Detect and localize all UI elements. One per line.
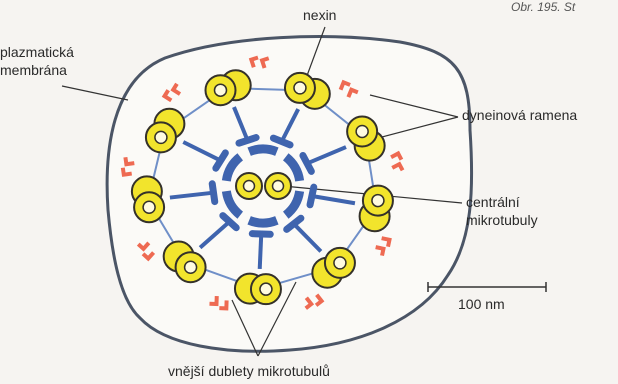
outer-doublet [132,176,164,222]
a-tubule-lumen [356,125,368,137]
outer-doublets-label: vnější dublety mikrotubulů [168,363,330,380]
dynein-arms-label: dyneinová ramena [462,107,577,124]
central-microtubule [236,173,262,199]
plasma-membrane-label-line2: membrána [0,62,67,79]
a-tubule-lumen [294,82,306,94]
outer-doublet [235,274,281,305]
outer-doublet [360,186,393,232]
nexin-label: nexin [303,7,336,24]
central-microtubules-label-line2: mikrotubuly [466,212,538,229]
a-tubule-lumen [260,283,272,295]
scale-bar [428,282,546,292]
central-sheath-segment [249,220,277,223]
a-tubule-lumen [214,84,226,96]
a-tubule-lumen [334,257,346,269]
central-microtubules-label-line1: centrální [466,194,520,211]
a-tubule-lumen [372,195,384,207]
scale-bar-label: 100 nm [458,296,505,313]
a-tubule-lumen [155,131,167,143]
plasma-membrane-leader [62,86,128,100]
central-microtubule [265,173,291,199]
central-sheath-segment [249,149,277,152]
a-tubule-lumen [143,201,155,213]
plasma-membrane-label-line1: plazmatická [0,44,74,61]
a-tubule-lumen [185,261,197,273]
